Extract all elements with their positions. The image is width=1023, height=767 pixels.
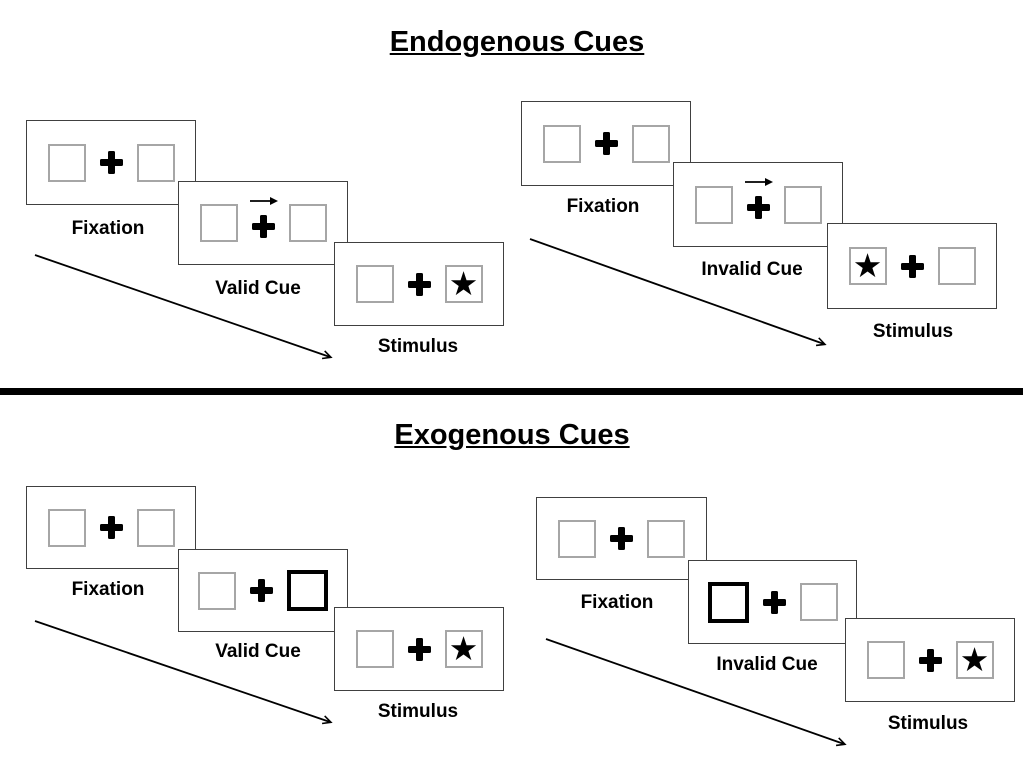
right-box bbox=[937, 247, 976, 285]
left-box bbox=[558, 519, 596, 558]
fixation-cross-icon bbox=[99, 516, 123, 539]
left-box-highlighted-cue bbox=[707, 581, 749, 623]
left-box bbox=[355, 265, 394, 303]
right-box-with-star: ★ bbox=[444, 263, 483, 303]
right-arrow-cue-icon bbox=[249, 196, 278, 205]
fixation-cross-icon bbox=[407, 637, 431, 661]
step-label-stimulus: Stimulus bbox=[377, 701, 459, 722]
right-box-highlighted-cue bbox=[287, 570, 328, 611]
exo-invalid-cue-panel bbox=[688, 560, 857, 644]
fixation-cross-icon bbox=[746, 196, 770, 219]
arrow-exogenous-invalid bbox=[545, 638, 847, 747]
fixation-cross-icon bbox=[251, 214, 275, 238]
left-box-with-star: ★ bbox=[848, 245, 887, 285]
step-label-invalid-cue: Invalid Cue bbox=[701, 259, 803, 280]
right-box bbox=[783, 185, 822, 224]
arrow-endogenous-invalid bbox=[529, 238, 827, 347]
arrow-endogenous-valid bbox=[34, 254, 333, 360]
right-box bbox=[631, 124, 670, 163]
step-label-fixation: Fixation bbox=[580, 592, 654, 613]
step-label-stimulus: Stimulus bbox=[872, 321, 954, 342]
star-stimulus-icon: ★ bbox=[959, 639, 990, 679]
right-box bbox=[799, 583, 838, 621]
endo-valid-stimulus-panel: ★ bbox=[334, 242, 504, 326]
cue-center bbox=[249, 196, 278, 238]
step-label-valid-cue: Valid Cue bbox=[215, 641, 301, 662]
endogenous-title: Endogenous Cues bbox=[389, 26, 645, 58]
star-stimulus-icon: ★ bbox=[852, 245, 883, 285]
star-stimulus-icon: ★ bbox=[448, 628, 479, 668]
endo-invalid-cue-panel bbox=[673, 162, 843, 247]
fixation-cross-icon bbox=[407, 272, 431, 296]
cue-center bbox=[744, 178, 773, 219]
left-box bbox=[355, 630, 394, 668]
right-box-with-star: ★ bbox=[444, 628, 483, 668]
left-box bbox=[866, 641, 905, 679]
fixation-cross-icon bbox=[99, 151, 123, 174]
left-box bbox=[47, 508, 86, 547]
exo-invalid-fixation-panel bbox=[536, 497, 707, 580]
right-arrow-cue-icon bbox=[744, 178, 773, 186]
endo-invalid-stimulus-panel: ★ bbox=[827, 223, 997, 309]
left-box bbox=[542, 124, 581, 163]
left-box bbox=[199, 204, 238, 242]
arrow-exogenous-valid bbox=[34, 620, 333, 725]
left-box bbox=[198, 571, 236, 610]
right-box-with-star: ★ bbox=[955, 639, 994, 679]
exogenous-title: Exogenous Cues bbox=[394, 419, 630, 451]
fixation-cross-icon bbox=[610, 527, 633, 550]
step-label-stimulus: Stimulus bbox=[887, 713, 969, 734]
step-label-valid-cue: Valid Cue bbox=[215, 278, 301, 299]
fixation-cross-icon bbox=[250, 579, 273, 602]
endo-valid-fixation-panel bbox=[26, 120, 196, 205]
right-box bbox=[136, 508, 175, 547]
step-label-stimulus: Stimulus bbox=[377, 336, 459, 357]
step-label-fixation: Fixation bbox=[71, 579, 145, 600]
fixation-cross-icon bbox=[900, 254, 924, 278]
fixation-cross-icon bbox=[918, 648, 942, 672]
right-box bbox=[136, 143, 175, 182]
step-label-fixation: Fixation bbox=[71, 218, 145, 239]
left-box bbox=[47, 143, 86, 182]
endo-invalid-fixation-panel bbox=[521, 101, 691, 186]
right-box bbox=[288, 204, 327, 242]
exo-valid-fixation-panel bbox=[26, 486, 196, 569]
exo-valid-cue-panel bbox=[178, 549, 348, 632]
endo-valid-cue-panel bbox=[178, 181, 348, 265]
section-divider bbox=[0, 388, 1023, 395]
fixation-cross-icon bbox=[762, 590, 786, 614]
right-box bbox=[647, 519, 685, 558]
exo-invalid-stimulus-panel: ★ bbox=[845, 618, 1015, 702]
fixation-cross-icon bbox=[594, 132, 618, 155]
exo-valid-stimulus-panel: ★ bbox=[334, 607, 504, 691]
left-box bbox=[694, 185, 733, 224]
star-stimulus-icon: ★ bbox=[448, 263, 479, 303]
step-label-fixation: Fixation bbox=[566, 196, 640, 217]
step-label-invalid-cue: Invalid Cue bbox=[716, 654, 818, 675]
